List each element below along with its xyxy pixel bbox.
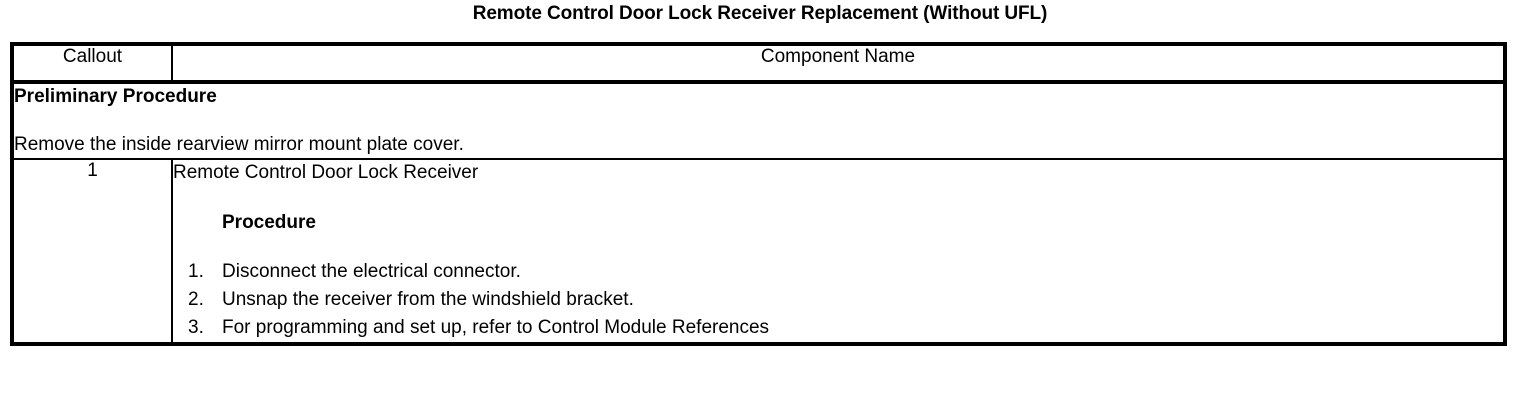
procedure-step-list: 1. Disconnect the electrical connector. 2…	[173, 258, 1503, 342]
step-number: 3.	[188, 317, 204, 338]
list-item: 3. For programming and set up, refer to C…	[188, 314, 1503, 342]
preliminary-procedure-row: Preliminary Procedure Remove the inside …	[12, 82, 1505, 160]
procedure-spacer	[173, 236, 1503, 258]
preliminary-spacer	[14, 110, 1503, 132]
column-header-callout: Callout	[12, 44, 173, 84]
procedure-table: Callout Component Name Preliminary Proce…	[10, 42, 1507, 346]
table-header-row: Callout Component Name	[12, 44, 1505, 84]
step-number: 2.	[188, 289, 204, 310]
callout-number: 1	[12, 159, 173, 344]
page-title: Remote Control Door Lock Receiver Replac…	[472, 3, 1048, 24]
component-spacer	[173, 186, 1503, 210]
step-text: Disconnect the electrical connector.	[222, 261, 521, 282]
preliminary-procedure-heading: Preliminary Procedure	[14, 86, 217, 107]
preliminary-procedure-cell: Preliminary Procedure Remove the inside …	[12, 82, 1505, 160]
step-number: 1.	[188, 261, 204, 282]
component-name-text: Remote Control Door Lock Receiver	[173, 162, 479, 183]
component-detail-cell: Remote Control Door Lock Receiver Proced…	[172, 159, 1505, 344]
preliminary-procedure-text: Remove the inside rearview mirror mount …	[14, 134, 464, 155]
table-row: 1 Remote Control Door Lock Receiver Proc…	[12, 159, 1505, 344]
step-text: Unsnap the receiver from the windshield …	[222, 289, 634, 310]
column-header-component-name: Component Name	[172, 44, 1505, 84]
list-item: 2. Unsnap the receiver from the windshiel…	[188, 286, 1503, 314]
list-item: 1. Disconnect the electrical connector.	[188, 258, 1503, 286]
step-text: For programming and set up, refer to Con…	[222, 317, 770, 338]
procedure-heading: Procedure	[222, 212, 316, 233]
